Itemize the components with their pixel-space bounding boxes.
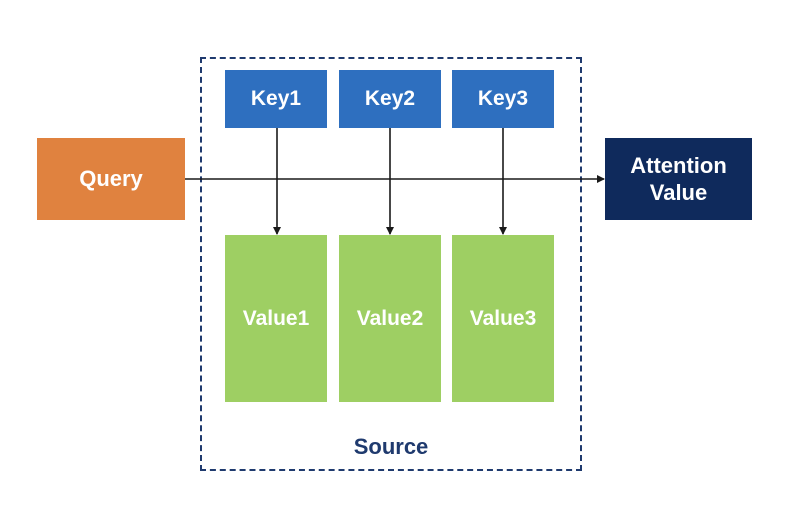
attention-label-line2: Value xyxy=(649,180,708,205)
key1-box: Key1 xyxy=(225,70,327,128)
attention-label-line1: Attention xyxy=(630,153,727,178)
source-frame xyxy=(200,57,582,471)
source-label: Source xyxy=(353,434,429,459)
key2-box: Key2 xyxy=(339,70,441,128)
value1-box: Value1 xyxy=(225,235,327,402)
value2-box: Value2 xyxy=(339,235,441,402)
query-label: Query xyxy=(79,166,143,191)
value3-label: Value3 xyxy=(469,306,537,330)
value2-label: Value2 xyxy=(356,306,424,330)
key2-label: Key2 xyxy=(364,87,416,110)
key3-label: Key3 xyxy=(477,87,529,110)
query-box: Query xyxy=(37,138,185,220)
attention-value-box: Attention Value xyxy=(605,138,752,220)
value1-label: Value1 xyxy=(242,306,310,330)
key1-label: Key1 xyxy=(250,87,302,110)
key3-box: Key3 xyxy=(452,70,554,128)
value3-box: Value3 xyxy=(452,235,554,402)
